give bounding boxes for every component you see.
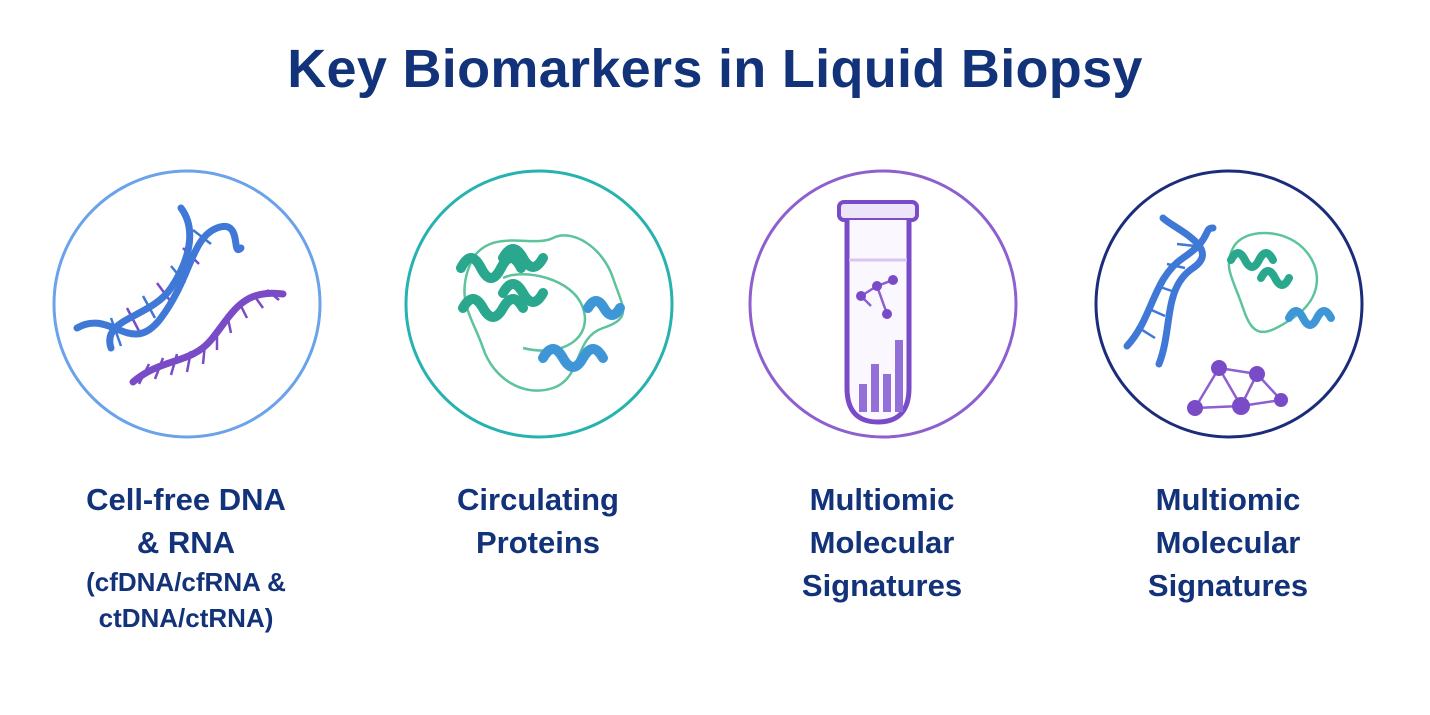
card-label: Multiomic Molecular Signatures bbox=[1147, 482, 1309, 603]
card-label: Multiomic Molecular Signatures bbox=[801, 482, 963, 603]
card-label: Circulating Proteins bbox=[457, 482, 619, 560]
page-title: Key Biomarkers in Liquid Biopsy bbox=[287, 39, 1143, 99]
card-label: Cell-free DNA & RNA (cfDNA/cfRNA & ctDNA… bbox=[86, 482, 286, 633]
protein-icon bbox=[404, 169, 674, 439]
test-tube-icon bbox=[748, 169, 1018, 439]
dna-rna-icon bbox=[52, 169, 322, 439]
combined-biomarkers-icon bbox=[1094, 169, 1364, 439]
